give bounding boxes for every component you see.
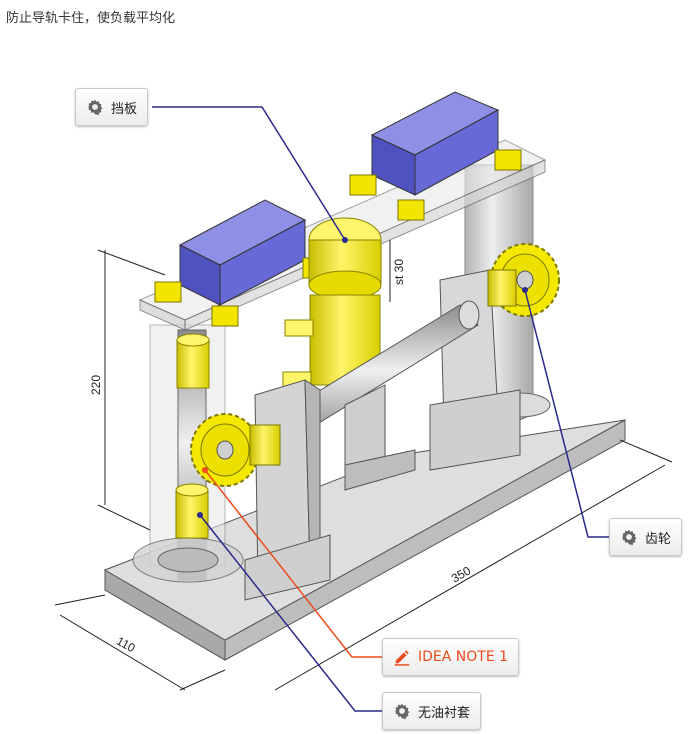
leader-idea-note-dot xyxy=(202,467,208,473)
gear-icon xyxy=(621,529,637,546)
center-bracket xyxy=(344,384,416,491)
left-motor-block xyxy=(178,199,307,306)
right-motor-block xyxy=(370,91,500,196)
callout-idea-note[interactable]: IDEA NOTE 1 xyxy=(382,638,520,676)
pencil-icon xyxy=(394,650,410,666)
right-gear xyxy=(487,243,560,317)
leader-baffle xyxy=(152,106,346,241)
dimension-length xyxy=(274,439,673,691)
page-caption: 防止导轨卡住，使负载平均化 xyxy=(6,11,176,26)
dimension-width-label: 110 xyxy=(114,634,138,655)
leader-bushing-dot xyxy=(197,512,203,518)
leader-idea-note xyxy=(204,469,382,658)
leader-gear xyxy=(524,289,609,538)
plate-mount-blocks xyxy=(154,149,522,327)
callout-bushing[interactable]: 无油衬套 xyxy=(382,692,482,730)
callout-baffle-label: 挡板 xyxy=(111,101,138,117)
callout-gear-label: 齿轮 xyxy=(645,531,672,547)
leader-baffle-dot xyxy=(342,237,348,243)
dimension-width xyxy=(54,594,226,691)
callout-bushing-label: 无油衬套 xyxy=(418,705,471,721)
dimension-stroke-label: st 30 xyxy=(392,259,406,285)
bushing-upper xyxy=(176,333,210,389)
dimension-length-label: 350 xyxy=(449,563,474,585)
callout-gear[interactable]: 齿轮 xyxy=(609,518,683,556)
callout-idea-note-label: IDEA NOTE 1 xyxy=(418,649,509,665)
callout-baffle[interactable]: 挡板 xyxy=(75,88,149,126)
base-plate xyxy=(103,419,626,661)
gear-icon xyxy=(87,99,103,116)
gear-icon xyxy=(394,703,410,720)
leader-bushing xyxy=(199,514,382,712)
left-bearing-block xyxy=(244,379,331,601)
dimension-height-label: 220 xyxy=(89,375,103,395)
dimension-height xyxy=(97,249,166,531)
leader-gear-dot xyxy=(522,287,528,293)
left-gear xyxy=(190,413,281,487)
bushing-lower xyxy=(175,483,209,539)
